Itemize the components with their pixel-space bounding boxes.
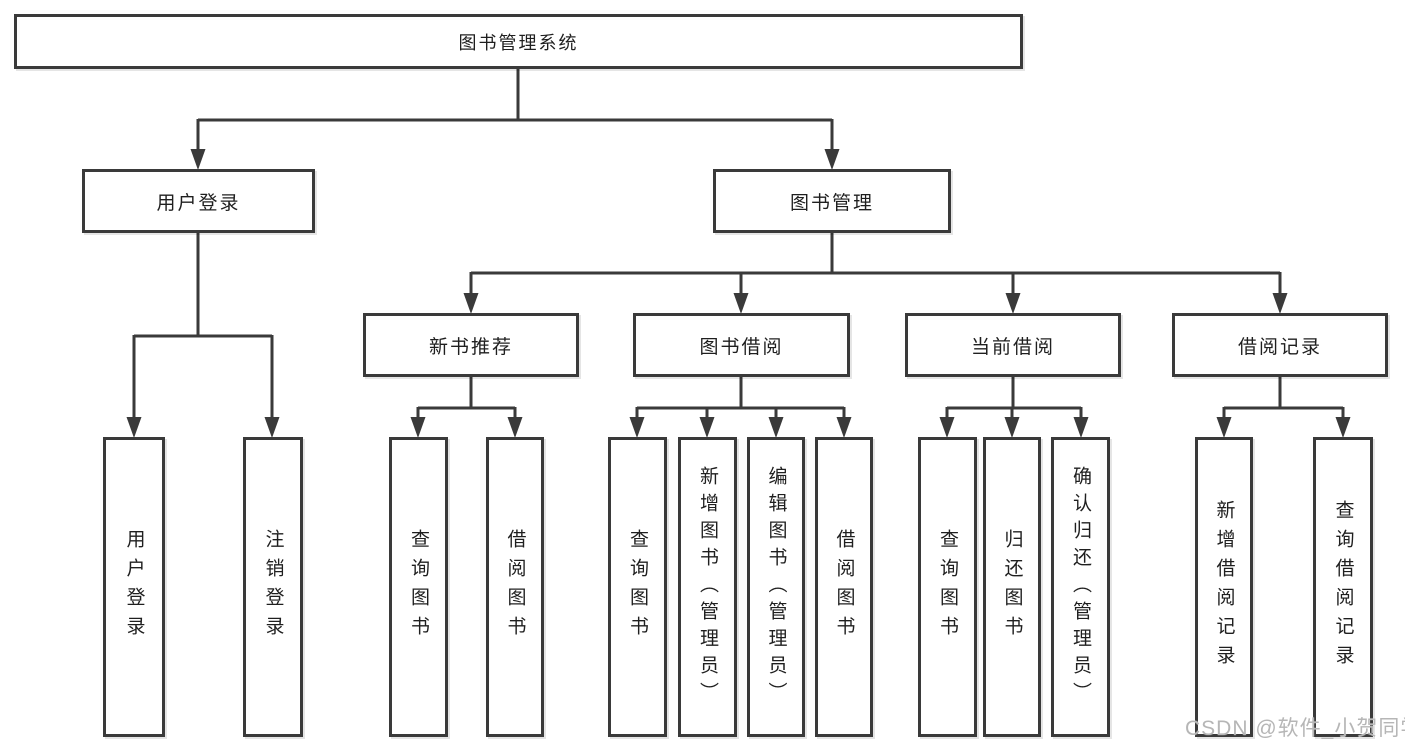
leaf-add-books-admin: 新增图书（管理员） [678, 437, 737, 737]
csdn-watermark: CSDN @软件_小贺同学 [1185, 717, 1405, 740]
leaf-query-books-3: 查询图书 [918, 437, 977, 737]
node-label: 新书推荐 [428, 336, 513, 358]
node-label: 注销登录 [262, 529, 284, 645]
node-borrow-records: 借阅记录 [1172, 313, 1388, 377]
node-label: 新增借阅记录 [1213, 500, 1235, 674]
node-label: 用户登录 [156, 192, 241, 214]
node-label: 查询图书 [937, 529, 958, 645]
node-label: 编辑图书（管理员） [765, 465, 787, 709]
node-book-management: 图书管理 [713, 169, 951, 233]
node-current-borrow: 当前借阅 [905, 313, 1121, 377]
node-label: 借阅记录 [1237, 336, 1322, 358]
node-label: 图书管理系统 [458, 32, 579, 53]
node-label: 借阅图书 [833, 529, 855, 645]
node-book-borrow: 图书借阅 [633, 313, 850, 377]
leaf-confirm-return-admin: 确认归还（管理员） [1051, 437, 1110, 737]
node-label: 借阅图书 [504, 529, 526, 645]
leaf-borrow-books-2: 借阅图书 [815, 437, 873, 737]
node-label: 查询图书 [408, 529, 429, 645]
node-label: 新增图书（管理员） [697, 465, 718, 709]
leaf-edit-books-admin: 编辑图书（管理员） [747, 437, 805, 737]
node-label: 确认归还（管理员） [1070, 465, 1091, 709]
node-new-book-recommend: 新书推荐 [363, 313, 579, 377]
node-library-management-system: 图书管理系统 [14, 14, 1023, 69]
node-label: 用户登录 [123, 529, 145, 645]
node-label: 查询借阅记录 [1332, 500, 1354, 674]
leaf-return-books: 归还图书 [983, 437, 1041, 737]
leaf-user-login: 用户登录 [103, 437, 165, 737]
node-label: 查询图书 [627, 529, 648, 645]
node-label: 图书借阅 [699, 336, 784, 358]
node-label: 当前借阅 [970, 336, 1055, 358]
leaf-query-borrow-record: 查询借阅记录 [1313, 437, 1373, 737]
leaf-query-books-2: 查询图书 [608, 437, 667, 737]
node-label: 归还图书 [1001, 529, 1023, 645]
leaf-add-borrow-record: 新增借阅记录 [1195, 437, 1253, 737]
node-label: 图书管理 [789, 192, 874, 214]
node-user-login: 用户登录 [82, 169, 315, 233]
leaf-borrow-books-1: 借阅图书 [486, 437, 544, 737]
leaf-query-books-1: 查询图书 [389, 437, 448, 737]
leaf-logout: 注销登录 [243, 437, 303, 737]
